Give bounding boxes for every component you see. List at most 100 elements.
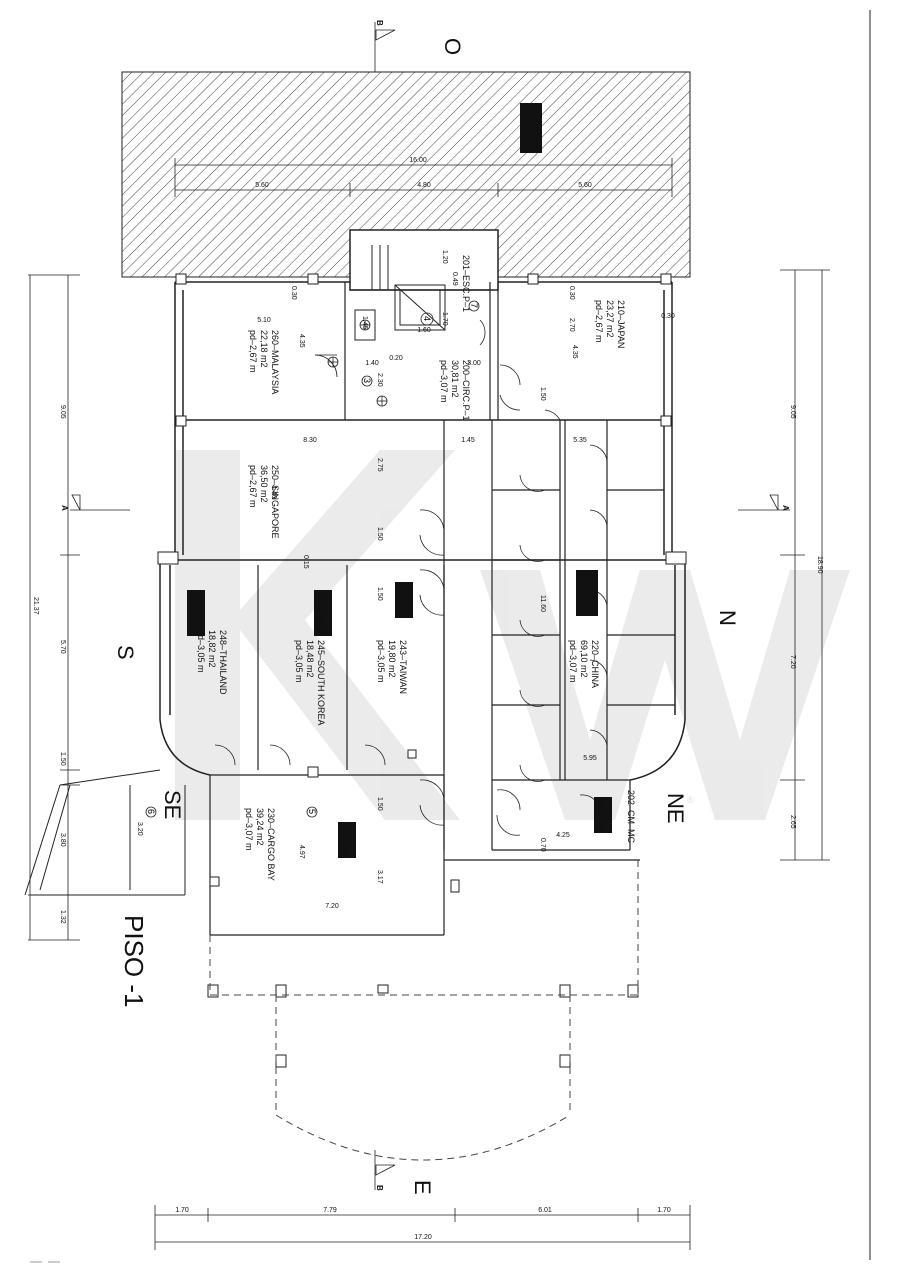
dim-bottom-c: 6.01 (538, 1207, 552, 1214)
section-b-bottom: B (375, 1185, 384, 1191)
room-name: 202–CM–MC (626, 790, 636, 844)
dim-150c: 1.50 (376, 797, 383, 811)
orientation-northeast: NE (663, 793, 688, 824)
room-thailand: 248–THAILAND 18,82 m2 pd–3,05 m (196, 630, 228, 695)
room-circp1: 200–CIRC.P–1 30,81 m2 pd–3,07 m (439, 360, 471, 421)
dim-bottom-d: 1.70 (657, 1207, 671, 1214)
dim-bottom-b: 7.79 (323, 1207, 337, 1214)
room-area: 22,18 m2 (259, 330, 269, 368)
dim-270: 2.70 (568, 318, 575, 332)
section-arrow-right (769, 494, 779, 511)
dim-right-total: 18.90 (816, 556, 823, 574)
marker-7: 7 (469, 303, 479, 308)
room-height: pd–3,07 m (568, 640, 578, 683)
dim-300: 3.00 (467, 360, 481, 367)
room-area: 23,27 m2 (605, 300, 615, 338)
dim-720: 7.20 (325, 903, 339, 910)
dim-015: 0.15 (302, 555, 309, 569)
dim-170: 1.70 (441, 312, 448, 326)
orientation-west: O (440, 38, 465, 55)
bottom-dimensions (154, 1205, 691, 1250)
ramp (24, 769, 186, 896)
orientation-south: S (113, 645, 138, 660)
room-name: 210–JAPAN (616, 300, 626, 348)
dim-160: 1.60 (417, 327, 431, 334)
section-a-right: A (781, 505, 790, 511)
dim-595: 5.95 (583, 755, 597, 762)
room-name: 248–THAILAND (218, 630, 228, 695)
top-dimensions (174, 158, 673, 197)
dim-497: 4.97 (298, 845, 305, 859)
circle-markers (145, 300, 480, 818)
equipment-label-cmmc: ENU Armazen (598, 800, 604, 832)
dim-left-c: 1.50 (59, 752, 66, 766)
equipment-blocks (187, 570, 612, 858)
stair-core-top (349, 229, 499, 291)
room-height: pd–3,07 m (244, 808, 254, 851)
orientation-southeast: SE (160, 790, 185, 819)
dim-150a: 1.50 (376, 527, 383, 541)
room-area: 36,50 m2 (259, 465, 269, 503)
dim-top-c: 5.60 (578, 182, 592, 189)
watermark-registered: ® (687, 795, 694, 805)
room-name: 200–CIRC.P–1 (461, 360, 471, 421)
room-height: pd–2,67 m (248, 465, 258, 508)
floor-label: PISO -1 (119, 915, 149, 1007)
stair-lift (354, 245, 446, 341)
dim-top-b: 4.80 (417, 182, 431, 189)
dim-830: 8.30 (303, 437, 317, 444)
equipment-label-china: ENU Armazen (581, 573, 587, 605)
room-area: 18,82 m2 (207, 630, 217, 668)
dim-435b: 4.35 (571, 345, 578, 359)
dim-020: 0.20 (389, 355, 403, 362)
left-dimensions (28, 274, 80, 941)
dim-435a: 4.35 (298, 334, 305, 348)
dim-top-total: 16.00 (409, 157, 427, 164)
dim-230: 2.30 (376, 373, 383, 387)
dim-top-a: 5.60 (255, 182, 269, 189)
dim-425: 4.25 (556, 832, 570, 839)
section-arrow-bottom (375, 1164, 396, 1176)
room-name: 243–TAIWAN (398, 640, 408, 694)
room-name: 230–CARGO BAY (266, 808, 276, 881)
equipment-block (520, 103, 542, 153)
room-malaysia: 260–MALAYSIA 22,18 m2 pd–2,67 m (248, 330, 280, 394)
dim-070: 0.70 (539, 838, 546, 852)
dim-left-b: 5.70 (59, 640, 66, 654)
marker-6: 6 (146, 809, 156, 814)
dim-049: 0.49 (451, 272, 458, 286)
room-japan: 210–JAPAN 23,27 m2 pd–2,67 m (594, 300, 626, 348)
dim-030c: 0.30 (661, 313, 675, 320)
room-cargobay: 230–CARGO BAY 39,24 m2 pd–3,07 m (244, 808, 276, 881)
dim-left-a: 9.05 (59, 405, 66, 419)
dim-030b: 0.30 (568, 286, 575, 300)
dim-120: 1.20 (441, 250, 448, 264)
equipment-label-taiwan: ENU Armazen (399, 585, 405, 617)
room-cmmc: 202–CM–MC (626, 790, 636, 844)
dim-150d: 1.50 (539, 387, 546, 401)
fan-symbols (327, 319, 388, 407)
section-b-top: B (375, 20, 384, 26)
dim-1160: 11.60 (539, 595, 546, 612)
room-china: 220–CHINA 69,10 m2 pd–3,07 m (568, 640, 600, 688)
dim-left-d: 3.80 (59, 833, 66, 847)
dim-317: 3.17 (376, 870, 383, 884)
doors (214, 319, 608, 836)
room-escp1: 201–ESC.P–1 (461, 255, 471, 312)
dim-right-c: 2.65 (789, 815, 796, 829)
dim-left-e: 1.32 (59, 910, 66, 924)
room-name: 260–MALAYSIA (270, 330, 280, 394)
dim-145: 1.45 (461, 437, 475, 444)
canopy-outline (209, 860, 639, 1161)
equipment-label-thailand: ENU Armazen (191, 593, 197, 625)
room-name: 250–SINGAPORE (270, 465, 280, 539)
orientation-east: E (410, 1180, 435, 1195)
watermark: ® (175, 450, 850, 820)
dim-right-b: 7.20 (789, 655, 796, 669)
room-height: pd–3,05 m (294, 640, 304, 683)
dim-030a: 0.30 (290, 286, 297, 300)
marker-4: 4 (422, 316, 432, 321)
room-height: pd–3,05 m (196, 630, 206, 673)
dim-right-a: 9.05 (789, 405, 796, 419)
